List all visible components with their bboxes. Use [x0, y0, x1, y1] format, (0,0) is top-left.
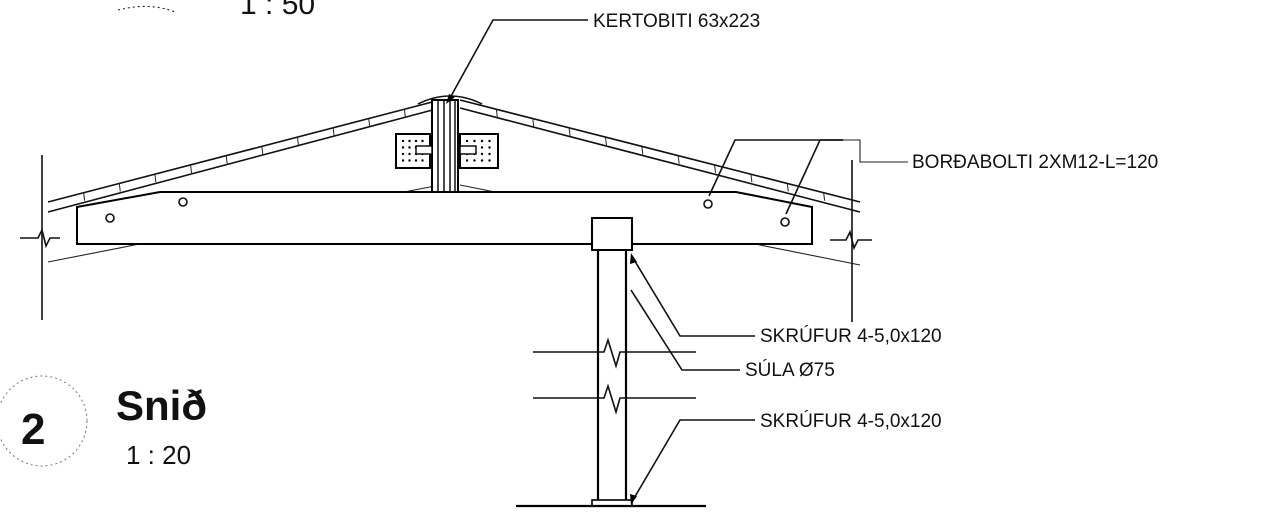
- kertobiti-beam: [76, 191, 813, 245]
- previous-view-scale: 1 : 50: [240, 0, 315, 21]
- bolt-hole-1: [703, 199, 713, 209]
- walls: [20, 155, 872, 322]
- view-title: Snið: [116, 382, 207, 429]
- view-label: 2 Snið 1 : 20: [0, 375, 207, 470]
- column-sula: [516, 217, 706, 508]
- leader-lines: [446, 19, 908, 505]
- bolt-hole-2: [780, 217, 790, 227]
- view-number-circle: [0, 375, 88, 467]
- callout-skrufur-bottom: SKRÚFUR 4-5,0x120: [760, 410, 942, 432]
- callout-bordabolti: BORÐABOLTI 2XM12-L=120: [912, 152, 1158, 173]
- previous-view-label: 1 : 50: [117, 0, 315, 21]
- view-scale: 1 : 20: [126, 440, 191, 470]
- callout-kertobiti: KERTOBITI 63x223: [593, 11, 760, 32]
- view-number: 2: [21, 405, 45, 454]
- callout-sula: SÚLA Ø75: [745, 359, 835, 381]
- callout-skrufur-top: SKRÚFUR 4-5,0x120: [760, 325, 942, 347]
- ridge-post: [395, 99, 499, 193]
- callouts: KERTOBITI 63x223 BORÐABOLTI 2XM12-L=120 …: [593, 11, 1158, 432]
